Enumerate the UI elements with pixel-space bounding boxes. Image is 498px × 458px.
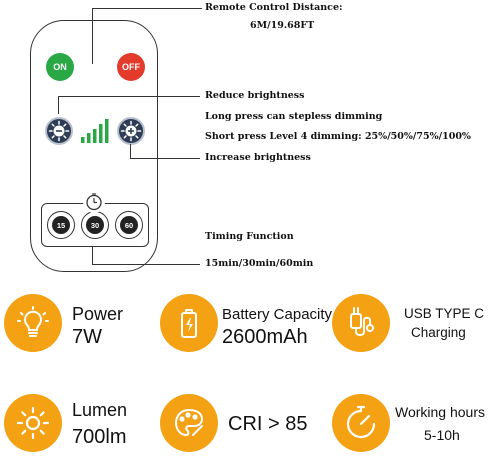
clock-icon: [83, 191, 105, 213]
increase-brightness-button[interactable]: [117, 117, 145, 145]
timer-60-button[interactable]: 60: [115, 211, 143, 239]
hours-value: 5-10h: [424, 427, 460, 443]
power-value: 7W: [72, 326, 102, 348]
usb-value: Charging: [411, 325, 466, 340]
brightness-level-icon: [81, 119, 109, 143]
battery-value: 2600mAh: [222, 326, 308, 348]
timing-values: 15min/30min/60min: [205, 258, 314, 269]
timer-60-label: 60: [120, 216, 138, 234]
brightness-plus-icon: [120, 120, 142, 142]
leader-line: [92, 8, 93, 64]
bulb-icon: [4, 294, 62, 352]
timer-30-label: 30: [86, 216, 104, 234]
sun-icon: [4, 394, 62, 452]
timer-15-button[interactable]: 15: [47, 211, 75, 239]
leader-line: [58, 96, 200, 97]
palette-icon: [160, 394, 218, 452]
short-press-text: Short press Level 4 dimming: 25%/50%/75%…: [205, 131, 471, 142]
power-title: Power: [72, 304, 124, 324]
on-button[interactable]: ON: [46, 53, 74, 81]
leader-line: [58, 96, 59, 114]
remote-control: ON OFF: [30, 20, 158, 272]
reduce-brightness-button[interactable]: [45, 117, 73, 145]
battery-icon: [160, 294, 218, 352]
brightness-minus-icon: [48, 120, 70, 142]
stopwatch-icon: [332, 394, 390, 452]
timing-title: Timing Function: [205, 231, 294, 242]
distance-value: 6M/19.68FT: [250, 20, 315, 31]
leader-line: [130, 158, 200, 159]
off-button[interactable]: OFF: [117, 53, 145, 81]
cri-title: CRI > 85: [228, 413, 308, 435]
lumen-value: 700lm: [72, 426, 127, 448]
leader-line: [92, 246, 93, 264]
usb-title: USB TYPE C: [404, 306, 485, 321]
increase-brightness-text: Increase brightness: [205, 152, 311, 163]
leader-line: [130, 144, 131, 158]
distance-title: Remote Control Distance:: [205, 2, 343, 13]
leader-line: [92, 8, 202, 9]
leader-line: [92, 264, 200, 265]
reduce-brightness-text: Reduce brightness: [205, 90, 305, 101]
long-press-text: Long press can stepless dimming: [205, 111, 383, 122]
hours-title: Working hours: [395, 404, 486, 420]
timer-panel: 15 30 60: [41, 203, 149, 247]
usb-plug-icon: [332, 294, 390, 352]
lumen-title: Lumen: [72, 400, 128, 420]
timer-15-label: 15: [52, 216, 70, 234]
timer-30-button[interactable]: 30: [81, 211, 109, 239]
battery-title: Battery Capacity: [222, 306, 333, 323]
